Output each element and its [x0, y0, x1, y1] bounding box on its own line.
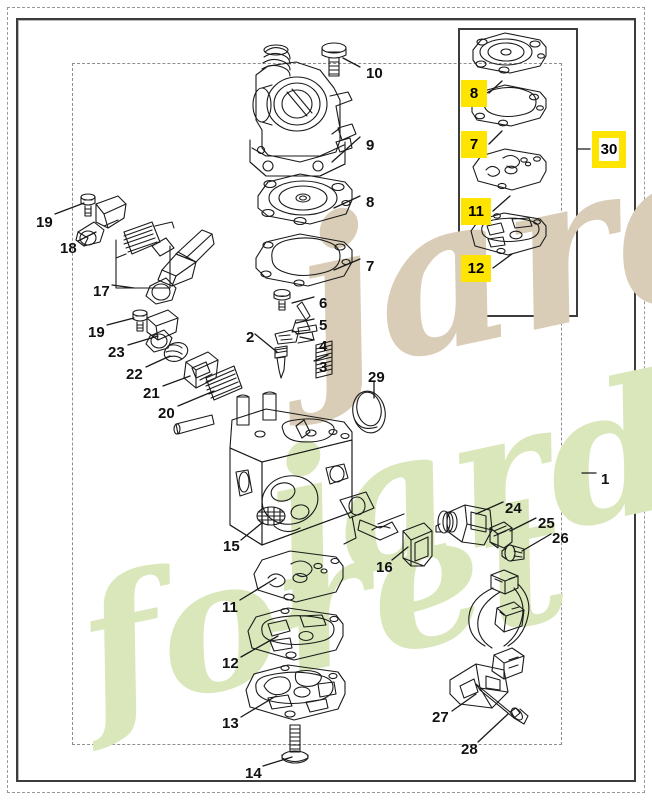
callout-number-24: 24	[505, 500, 522, 517]
highlighted-callout-11[interactable]: 11	[461, 198, 491, 225]
part-19a-screw-upper	[80, 193, 96, 217]
part-4-pin	[297, 324, 318, 335]
callout-number-23: 23	[108, 344, 125, 361]
part-7-gasket	[255, 233, 353, 287]
inset-kit-parts	[470, 32, 547, 256]
callout-number-29: 29	[368, 369, 385, 386]
callout-number-7: 7	[366, 258, 375, 275]
part-28-bolt	[475, 683, 529, 725]
part-26-screw	[501, 544, 525, 562]
highlighted-callout-12[interactable]: 12	[461, 255, 491, 282]
callout-number-11: 11	[222, 599, 238, 616]
callout-number-12: 12	[222, 655, 239, 672]
part-19b-screw-lower	[132, 309, 148, 332]
callout-number-19: 19	[88, 324, 105, 341]
callout-number-1: 1	[601, 471, 610, 488]
callout-number-14: 14	[245, 765, 262, 782]
callout-number-10: 10	[366, 65, 383, 82]
part-11-diaphragm	[253, 550, 344, 603]
part-29-o-ring	[352, 390, 386, 434]
part-13-pump-body	[245, 664, 346, 721]
part-20-spring	[205, 365, 243, 401]
part-5-lever-arm	[274, 301, 315, 345]
callout-number-21: 21	[143, 385, 160, 402]
part-15-screen-filter	[256, 506, 286, 526]
callout-number-27: 27	[432, 709, 449, 726]
callout-number-9: 9	[366, 137, 375, 154]
part-10-screw	[321, 42, 347, 77]
inset-kit-panel	[458, 28, 578, 317]
part-2-needle-valve	[274, 345, 288, 379]
callout-number-17: 17	[93, 283, 110, 300]
part-25-connector	[489, 521, 513, 549]
diagram-frame	[16, 18, 636, 782]
leader-lines	[54, 57, 597, 767]
part-1-carburetor-body	[173, 391, 405, 546]
part-18-lever	[75, 195, 127, 247]
outer-dashed-border	[7, 7, 645, 793]
part-24-solenoid	[435, 504, 493, 546]
callout-number-22: 22	[126, 366, 143, 383]
part-23-lever-arm	[145, 309, 179, 353]
callout-number-20: 20	[158, 405, 175, 422]
part-16-connector	[402, 522, 433, 567]
part-27-wiring-harness	[449, 569, 530, 709]
part-6-screw	[273, 288, 291, 311]
callout-number-28: 28	[461, 741, 478, 758]
highlighted-callout-8[interactable]: 8	[461, 80, 487, 107]
part-14-screw	[281, 724, 309, 764]
callout-number-2: 2	[246, 329, 255, 346]
part-22-spring-washer	[163, 342, 189, 362]
part-12-gasket	[247, 607, 344, 661]
callout-number-13: 13	[222, 715, 239, 732]
part-17-throttle-lever-assembly	[115, 221, 215, 305]
inner-dotted-group-boundary	[72, 63, 562, 745]
callout-number-5: 5	[319, 317, 328, 334]
callout-number-18: 18	[60, 240, 77, 257]
highlighted-callout-7[interactable]: 7	[461, 131, 487, 158]
part-9-throttle-body	[249, 44, 357, 177]
callout-number-3: 3	[319, 359, 328, 376]
callout-number-16: 16	[376, 559, 393, 576]
callout-number-4: 4	[319, 338, 328, 355]
callout-number-25: 25	[538, 515, 555, 532]
part-3-spring	[315, 340, 333, 379]
callout-number-26: 26	[552, 530, 569, 547]
callout-number-6: 6	[319, 295, 328, 312]
highlighted-callout-30[interactable]: 30	[592, 131, 626, 168]
callout-number-8: 8	[366, 194, 375, 211]
callout-number-15: 15	[223, 538, 240, 555]
callout-number-19: 19	[36, 214, 53, 231]
part-8-gasket	[257, 173, 353, 226]
